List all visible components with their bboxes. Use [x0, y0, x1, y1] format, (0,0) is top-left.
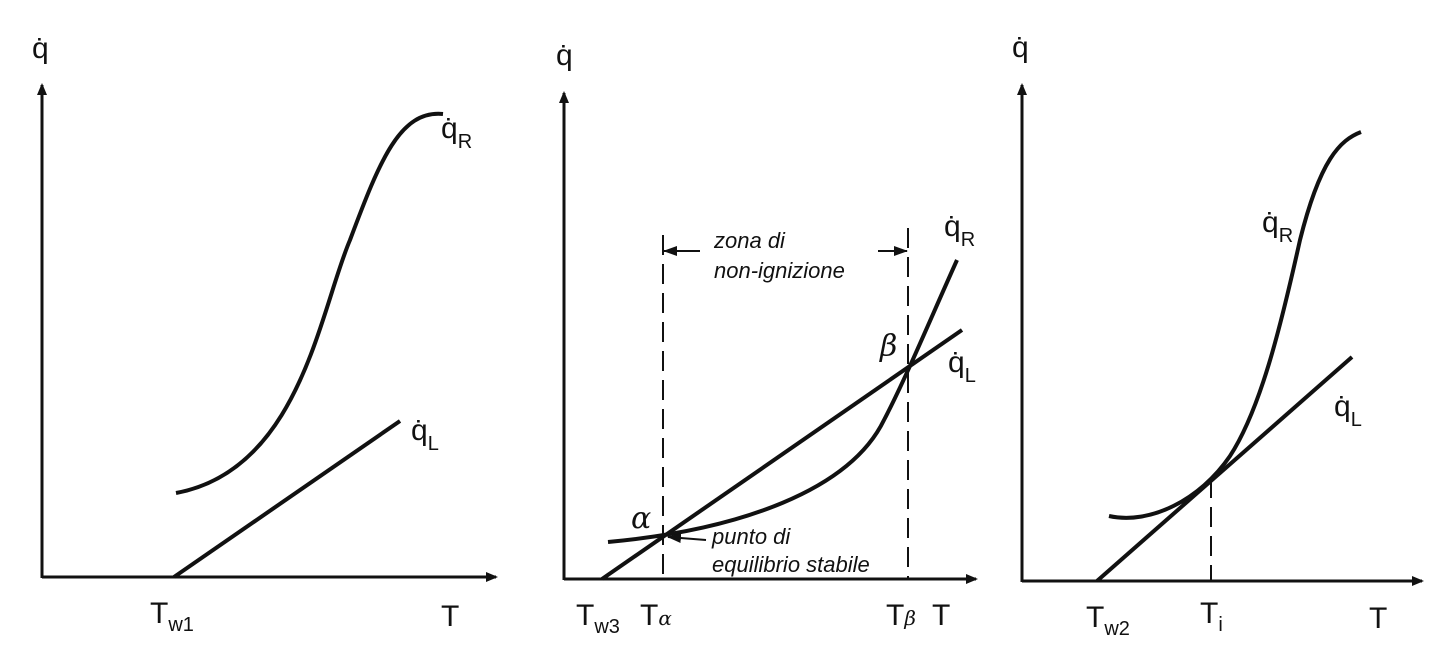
panel-1-tick-tw1: Tw1 — [150, 597, 194, 636]
panel-3-qr-label: q̇R — [1262, 206, 1293, 247]
panel-3-tick-tw2: Tw2 — [1086, 601, 1130, 640]
panel-2-equilibrium-label-line-1: punto di — [711, 524, 791, 549]
panel-2-zone-label-line-2: non-ignizione — [714, 258, 845, 283]
panel-2-qr-curve — [607, 259, 959, 544]
panel-2-tick-tbeta: Tβ — [886, 599, 916, 632]
panel-2-ql-line — [600, 328, 964, 581]
panel-3-x-axis-label: T — [1369, 602, 1387, 635]
panel-1-x-axis-label: T — [441, 600, 459, 633]
panel-2-x-axis-label: T — [932, 599, 950, 632]
panel-1-ql-line — [172, 419, 402, 579]
panel-3-ql-label: q̇L — [1334, 390, 1362, 431]
panel-2: q̇ T q̇R q̇L α β zona di non-ignizione p… — [556, 39, 978, 638]
panel-2-equilibrium-label-line-2: equilibrio stabile — [712, 552, 870, 577]
panel-2-point-beta: β — [879, 329, 897, 364]
panel-2-ql-label: q̇L — [948, 346, 976, 387]
panel-1-y-axis-label: q̇ — [32, 32, 49, 65]
panel-1-qr-curve — [175, 111, 444, 495]
panel-1-ql-label: q̇L — [411, 414, 439, 455]
panel-1: q̇ T q̇R q̇L Tw1 — [32, 32, 498, 636]
panel-3-ql-line — [1095, 355, 1354, 583]
panel-3-qr-curve — [1108, 130, 1362, 520]
panel-3-y-axis-label: q̇ — [1012, 31, 1029, 64]
panel-2-qr-label: q̇R — [944, 210, 975, 251]
panel-2-zone-label-line-1: zona di — [713, 228, 786, 253]
panel-2-tick-talpha: Tα — [640, 599, 672, 632]
panel-1-qr-label: q̇R — [441, 112, 472, 153]
panel-2-tick-tw3: Tw3 — [576, 599, 620, 638]
panel-2-y-axis-label: q̇ — [556, 39, 573, 72]
panel-3-tick-ti: Ti — [1200, 597, 1223, 636]
panel-3: q̇ T q̇R q̇L Tw2 Ti — [1012, 31, 1424, 640]
panel-2-point-alpha: α — [631, 501, 651, 536]
panel-2-equilibrium-pointer — [667, 533, 707, 544]
